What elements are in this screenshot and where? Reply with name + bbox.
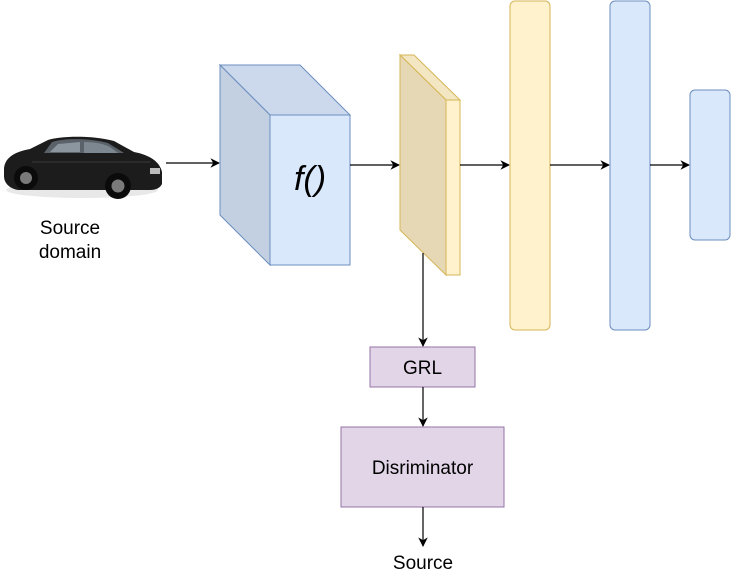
output-layer: [689, 89, 731, 241]
source-domain-label-line1: Source: [40, 218, 100, 239]
grl-label: GRL: [403, 358, 442, 379]
feature-vector-block: [398, 53, 462, 277]
fc-layer-2: [609, 0, 651, 331]
grl-box: [369, 346, 476, 388]
discriminator-box: [340, 426, 505, 508]
feature-extractor-label: f(): [294, 160, 326, 198]
discriminator-label: Disriminator: [372, 458, 474, 479]
discriminator-output-label: Source: [393, 553, 453, 574]
car-image: [4, 136, 162, 199]
fc-layer-1: [509, 0, 551, 331]
source-domain-label-line2: domain: [39, 242, 101, 263]
feature-extractor-block: [218, 63, 352, 267]
